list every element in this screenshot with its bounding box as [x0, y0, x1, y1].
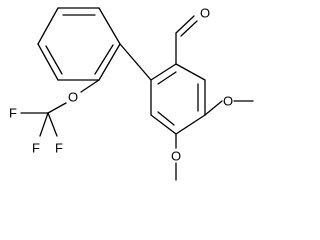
carbonyl-bond: [175, 15, 195, 34]
bond: [150, 63, 177, 81]
bond: [98, 7, 121, 45]
methoxy-group-upper: O: [204, 94, 254, 116]
methoxy-oxygen-label-upper: O: [223, 94, 233, 109]
aldehyde-group: O: [175, 6, 210, 65]
bond: [98, 43, 121, 81]
bond: [175, 114, 206, 135]
double-bond-inner: [45, 45, 63, 75]
phenyl-ring: [37, 7, 121, 81]
fluorine-label-bottom-left: F: [32, 141, 40, 156]
bond: [37, 7, 59, 45]
fluorine-label-left: F: [9, 106, 17, 121]
double-bond-inner: [157, 111, 175, 126]
bond: [175, 63, 206, 81]
methoxy-group-lower: O: [171, 133, 181, 181]
double-bond-inner: [157, 71, 177, 85]
bond: [204, 100, 223, 116]
ether-oxygen-label: O: [68, 90, 78, 105]
methoxy-oxygen-label-lower: O: [171, 149, 181, 164]
trifluoromethoxy-group: O F F F: [9, 79, 100, 156]
chemical-structure-diagram: O O O O F F F: [9, 6, 254, 181]
dimethoxybenzaldehyde-ring: [150, 63, 206, 135]
bond: [37, 43, 59, 81]
bond: [150, 114, 177, 135]
double-bond-inner: [94, 44, 114, 75]
bond: [39, 112, 49, 137]
aldehyde-oxygen-label: O: [200, 6, 210, 21]
bond: [47, 112, 58, 137]
fluorine-label-bottom-right: F: [55, 141, 63, 156]
bond: [47, 102, 67, 114]
bond: [80, 79, 100, 93]
carbonyl-bond: [180, 20, 198, 37]
biaryl-bond: [119, 43, 152, 81]
